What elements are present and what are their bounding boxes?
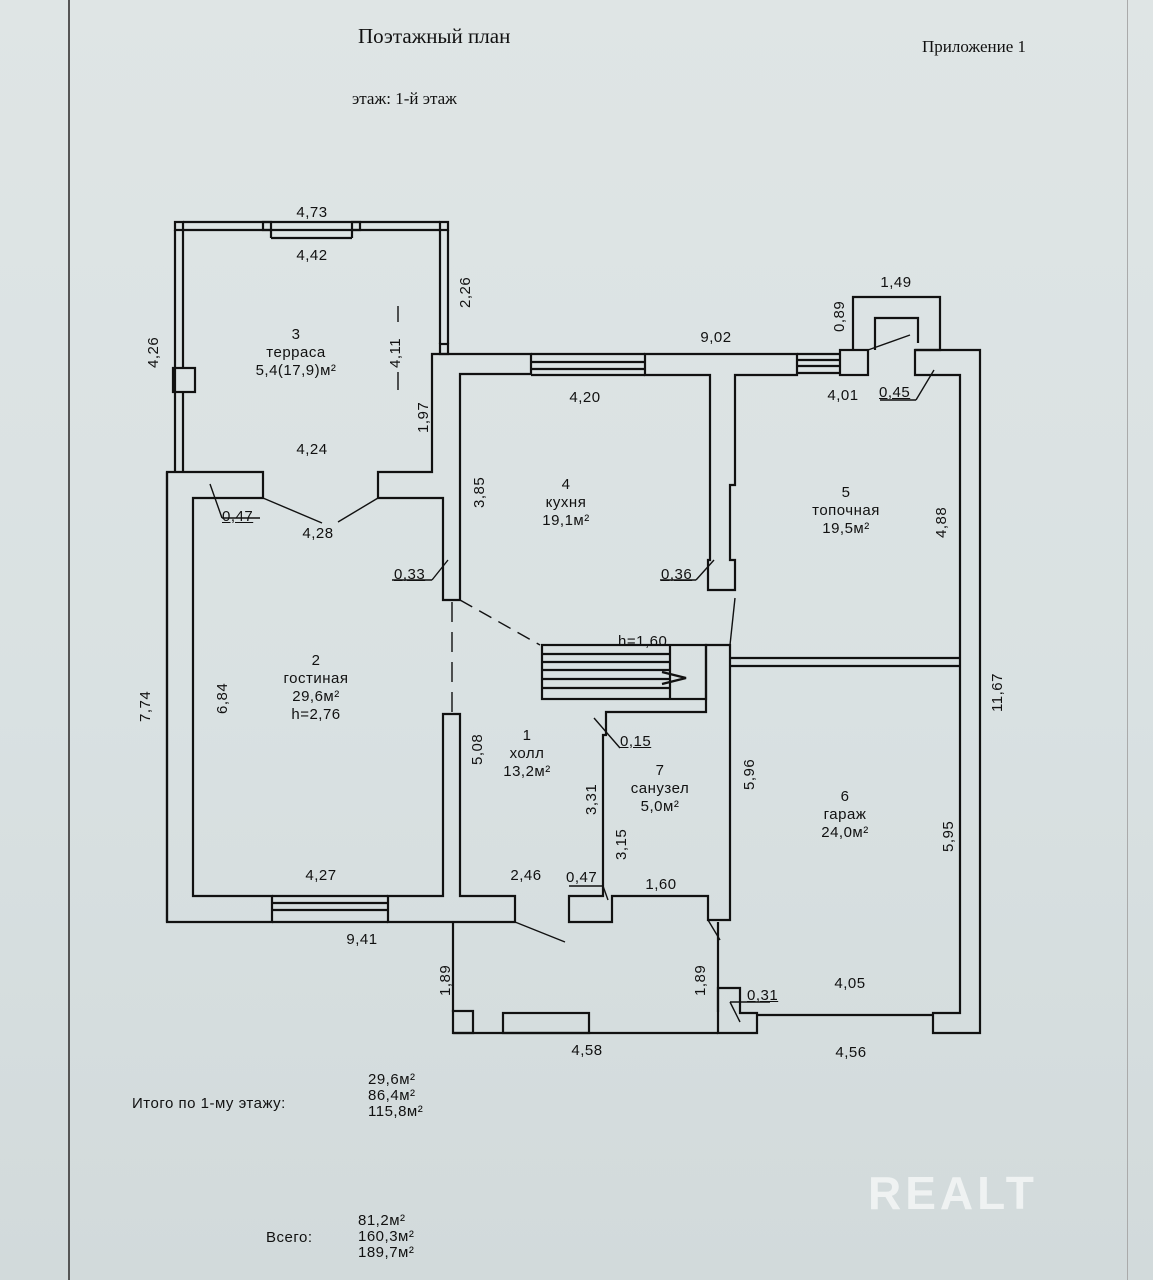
top-middle-wall [643, 352, 799, 592]
page-margin-line [68, 0, 70, 1280]
appendix-label: Приложение 1 [922, 37, 1026, 56]
dim-label: 5,08 [469, 733, 486, 765]
dim-label: 7,74 [137, 690, 154, 722]
dim-label: 3,15 [613, 828, 630, 860]
dim-label: 1,49 [880, 274, 912, 291]
dim-label: 9,02 [700, 329, 732, 346]
dim-label: 0,31 [747, 987, 779, 1004]
chimney-outline [851, 295, 942, 352]
top-left-wall [376, 352, 533, 602]
dim-label: 4,56 [835, 1044, 867, 1061]
bottom-left-wall [386, 712, 517, 924]
staircase [540, 643, 708, 701]
dim-label: 4,24 [296, 441, 328, 458]
chimney-block [838, 348, 870, 377]
dim-label: 2,46 [510, 867, 542, 884]
dim-label: 1,89 [692, 964, 709, 996]
dim-label: 4,42 [296, 247, 328, 264]
dim-label: 1,60 [645, 876, 677, 893]
dim-label: 3,31 [583, 783, 600, 815]
porch-outline [451, 922, 720, 1035]
top-right-wall [913, 348, 982, 1035]
dim-label: 0,47 [566, 869, 598, 886]
dim-label: 4,27 [305, 867, 337, 884]
dim-label: 4,01 [827, 387, 859, 404]
dim-label: 1,97 [415, 401, 432, 433]
dim-label: 0,33 [394, 566, 426, 583]
dim-label: 4,58 [571, 1042, 603, 1059]
dim-label: 4,05 [834, 975, 866, 992]
top-window [531, 352, 645, 377]
dim-label: 4,11 [387, 337, 404, 368]
bottom-window [272, 894, 388, 924]
outer-wall-outer [165, 470, 274, 924]
plan-title: Поэтажный план [358, 24, 511, 48]
dim-label: 0,89 [831, 300, 848, 332]
dim-label: 0,47 [222, 508, 254, 525]
dim-label: 4,88 [933, 506, 950, 538]
dim-label: 0,45 [879, 384, 911, 401]
dim-label: 4,73 [296, 204, 328, 221]
floor-total-label: Итого по 1-му этажу: [132, 1095, 286, 1112]
dim-label: 4,20 [569, 389, 601, 406]
dim-label: 9,41 [346, 931, 378, 948]
dim-label: 11,67 [989, 673, 1006, 712]
grand-total-label: Всего: [266, 1229, 313, 1246]
dim-label: 3,85 [471, 476, 488, 508]
dim-label: 2,26 [457, 276, 474, 308]
dim-label: 0,36 [661, 566, 693, 583]
dim-label: 5,96 [741, 758, 758, 790]
stair-height-label: h=1,60 [618, 633, 668, 650]
page-edge-line [1127, 0, 1128, 1280]
dim-label: 0,15 [620, 733, 652, 750]
dim-label: 1,89 [437, 964, 454, 996]
dim-label: 4,26 [145, 336, 162, 368]
dim-label: 6,84 [214, 682, 231, 714]
terrace-frame [171, 220, 450, 472]
top-right-window [797, 352, 840, 375]
floor-label: этаж: 1-й этаж [352, 89, 457, 108]
dim-label: 4,28 [302, 525, 334, 542]
realt-watermark: REALT [868, 1167, 1038, 1219]
dim-label: 5,95 [940, 820, 957, 852]
